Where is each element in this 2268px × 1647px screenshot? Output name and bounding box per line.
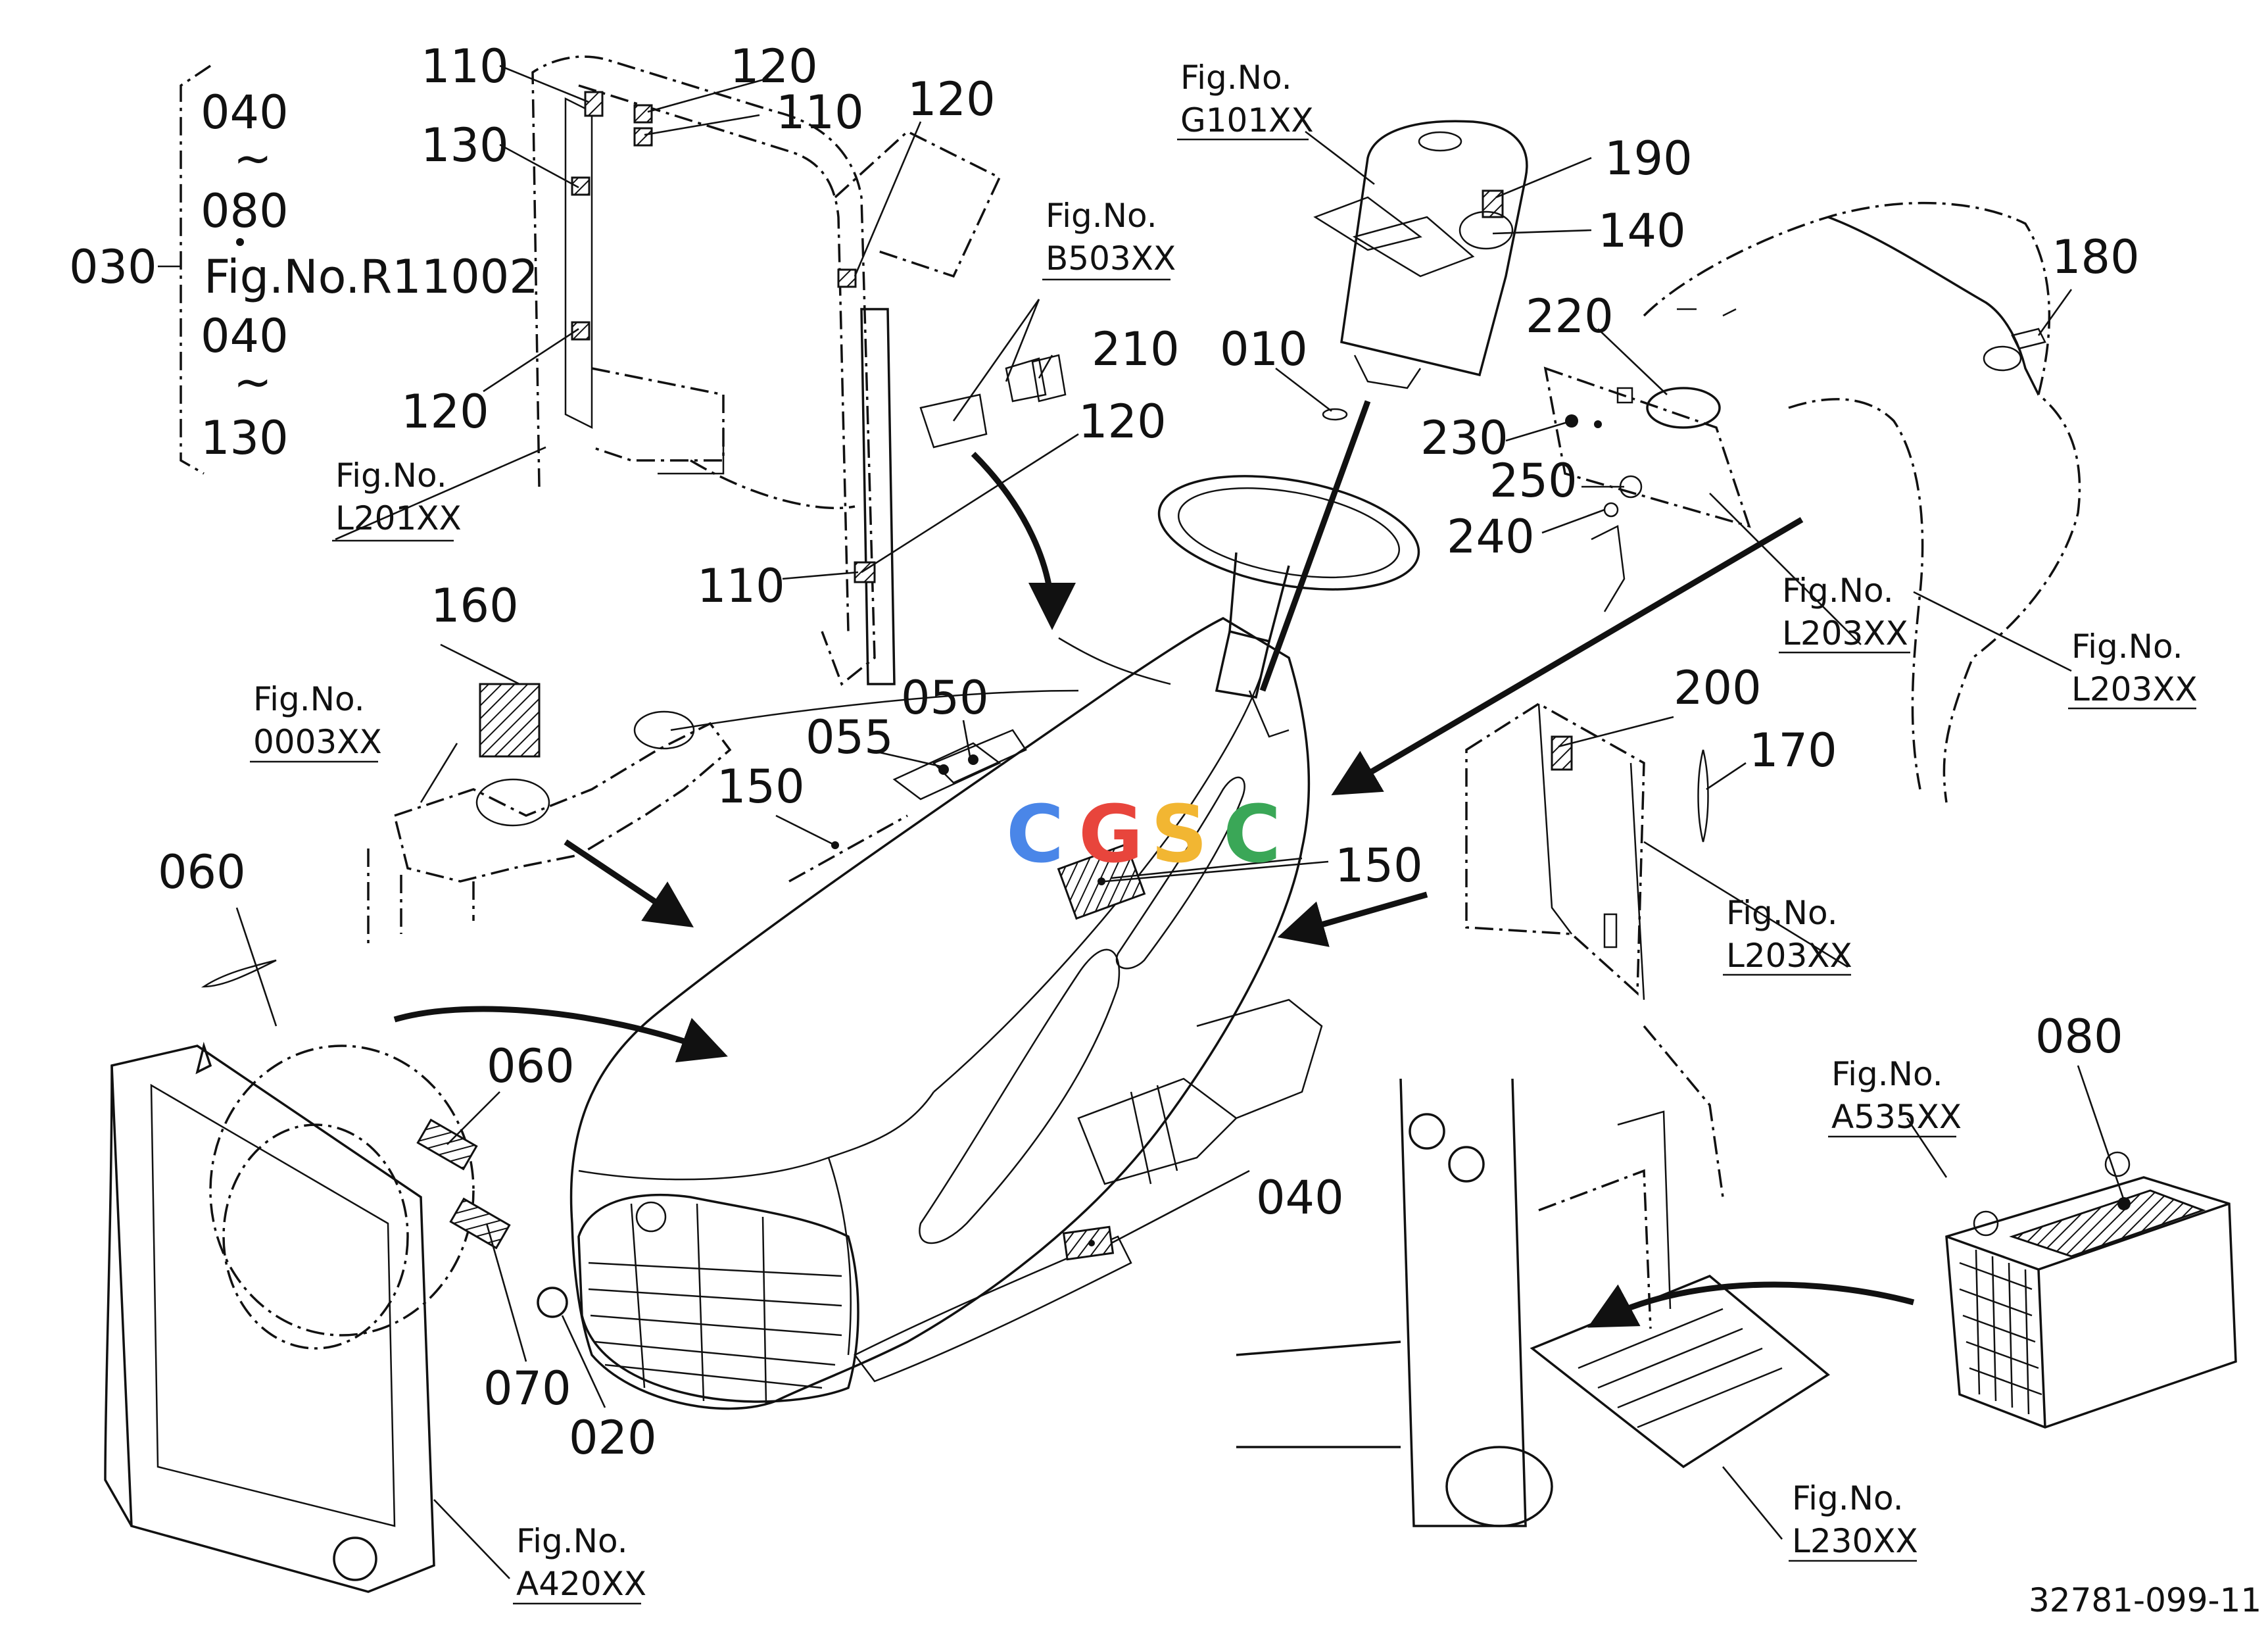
callout-030: 030	[69, 240, 157, 294]
callout-060-right: 060	[487, 1039, 575, 1093]
svg-text:L201XX: L201XX	[335, 499, 462, 537]
svg-text:Fig.No.: Fig.No.	[1726, 894, 1838, 932]
watermark-letter: S	[1151, 789, 1207, 881]
callout-030-range2-end: 130	[201, 411, 289, 465]
figref-b503: Fig.No. B503XX	[1042, 197, 1176, 281]
callout-210: 210	[1092, 322, 1180, 376]
svg-text:G101XX: G101XX	[1180, 101, 1314, 139]
watermark-cgsc: C G S C	[1006, 789, 1281, 881]
callout-030-range2-tilde: ~	[233, 355, 272, 409]
callout-200: 200	[1674, 661, 1762, 715]
figref-a535: Fig.No. A535XX	[1828, 1055, 1962, 1138]
decal-055	[892, 742, 1001, 800]
decal-050	[932, 729, 1027, 784]
battery-grid	[1959, 1249, 2042, 1415]
upper-lamp-assembly	[1313, 120, 1528, 389]
svg-text:L203XX: L203XX	[1782, 614, 1908, 652]
watermark-letter: G	[1078, 789, 1144, 881]
callout-110-mid: 110	[776, 86, 864, 139]
left-side-panel	[531, 55, 1047, 686]
battery	[1945, 1151, 2237, 1429]
svg-text:L203XX: L203XX	[1726, 937, 1852, 975]
svg-text:0003XX: 0003XX	[253, 723, 382, 761]
footstep-panel	[1465, 702, 1709, 1000]
hood-assembly	[569, 617, 1323, 1410]
emblem-ring	[635, 1201, 667, 1233]
svg-text:B503XX: B503XX	[1046, 239, 1176, 278]
figref-g101: Fig.No. G101XX	[1177, 59, 1314, 141]
callout-240: 240	[1447, 510, 1535, 564]
figref-l203-dash: Fig.No. L203XX	[1779, 572, 1910, 654]
callout-250: 250	[1489, 454, 1578, 508]
callout-230: 230	[1420, 411, 1508, 465]
figref-l203-step: Fig.No. L203XX	[1723, 894, 1852, 976]
callout-030-range1-start: 040	[201, 86, 289, 139]
platform-bracket	[367, 683, 732, 947]
callout-040: 040	[1256, 1171, 1344, 1225]
callout-130: 130	[421, 118, 509, 172]
callout-020: 020	[569, 1411, 657, 1465]
svg-text:L230XX: L230XX	[1792, 1522, 1918, 1560]
callout-labels: 030 040 ~ 080 Fig.No.R11002 040 ~ 130 11…	[69, 39, 2140, 1465]
svg-text:Fig.No.: Fig.No.	[1782, 572, 1894, 610]
callout-030-range1-tilde: ~	[233, 132, 272, 185]
part-060-label	[201, 959, 277, 988]
callout-140: 140	[1598, 204, 1686, 258]
callout-080: 080	[2035, 1010, 2123, 1064]
watermark-letter: C	[1006, 789, 1064, 881]
callout-120-pillar: 120	[907, 72, 996, 126]
svg-text:Fig.No.: Fig.No.	[253, 680, 365, 718]
callout-190: 190	[1604, 132, 1693, 185]
watermark-letter: C	[1223, 789, 1281, 881]
callout-150-side: 150	[1335, 839, 1423, 893]
part-010-plug	[1322, 408, 1348, 421]
svg-text:Fig.No.: Fig.No.	[1046, 197, 1157, 235]
group-bracket-030	[158, 64, 244, 475]
callout-120-right: 120	[1078, 395, 1167, 449]
callout-150-top: 150	[717, 760, 805, 814]
callout-170: 170	[1749, 724, 1837, 777]
svg-text:Fig.No.: Fig.No.	[1180, 59, 1292, 97]
figref-0003: Fig.No. 0003XX	[250, 680, 382, 763]
callout-120-top: 120	[730, 39, 818, 93]
figref-l203-fender: Fig.No. L203XX	[2068, 627, 2198, 710]
callout-060-left: 060	[158, 845, 246, 899]
svg-text:A535XX: A535XX	[1831, 1098, 1962, 1136]
callout-030-range1-end: 080	[201, 184, 289, 238]
callout-160: 160	[431, 579, 519, 633]
figref-l201: Fig.No. L201XX	[332, 456, 462, 542]
callout-120-lower: 120	[401, 385, 489, 439]
drawing-number: 32781-099-11	[2029, 1581, 2261, 1619]
direction-arrows	[393, 400, 1915, 1328]
callout-180: 180	[2052, 230, 2140, 284]
callout-110-bottom: 110	[697, 559, 785, 613]
svg-text:Fig.No.: Fig.No.	[335, 456, 447, 495]
dash-panel	[1543, 366, 1751, 612]
svg-text:A420XX: A420XX	[516, 1565, 646, 1603]
svg-text:Fig.No.: Fig.No.	[1792, 1479, 1904, 1517]
leader-lines	[235, 64, 2125, 1579]
rear-frame-step	[1236, 1025, 1830, 1527]
callout-220: 220	[1526, 289, 1614, 343]
callout-030-fig: Fig.No.R11002	[204, 250, 539, 304]
figref-a420: Fig.No. A420XX	[513, 1522, 646, 1605]
part-180-label	[2011, 328, 2046, 350]
callout-055: 055	[806, 710, 894, 764]
callout-110-top: 110	[421, 39, 509, 93]
callout-070: 070	[483, 1362, 571, 1415]
steering-wheel	[1157, 475, 1420, 738]
callout-030-range2-start: 040	[201, 309, 289, 363]
svg-text:Fig.No.: Fig.No.	[2071, 627, 2183, 666]
svg-text:Fig.No.: Fig.No.	[516, 1522, 628, 1560]
callout-010: 010	[1220, 322, 1308, 376]
figref-l230: Fig.No. L230XX	[1789, 1479, 1918, 1562]
callout-050: 050	[901, 671, 989, 725]
figure-references: Fig.No. L201XX Fig.No. B503XX Fig.No. G1…	[250, 59, 2198, 1605]
radiator-shroud	[104, 1041, 568, 1593]
svg-text:Fig.No.: Fig.No.	[1831, 1055, 1943, 1093]
svg-text:L203XX: L203XX	[2071, 670, 2198, 708]
front-grille	[577, 1193, 859, 1405]
